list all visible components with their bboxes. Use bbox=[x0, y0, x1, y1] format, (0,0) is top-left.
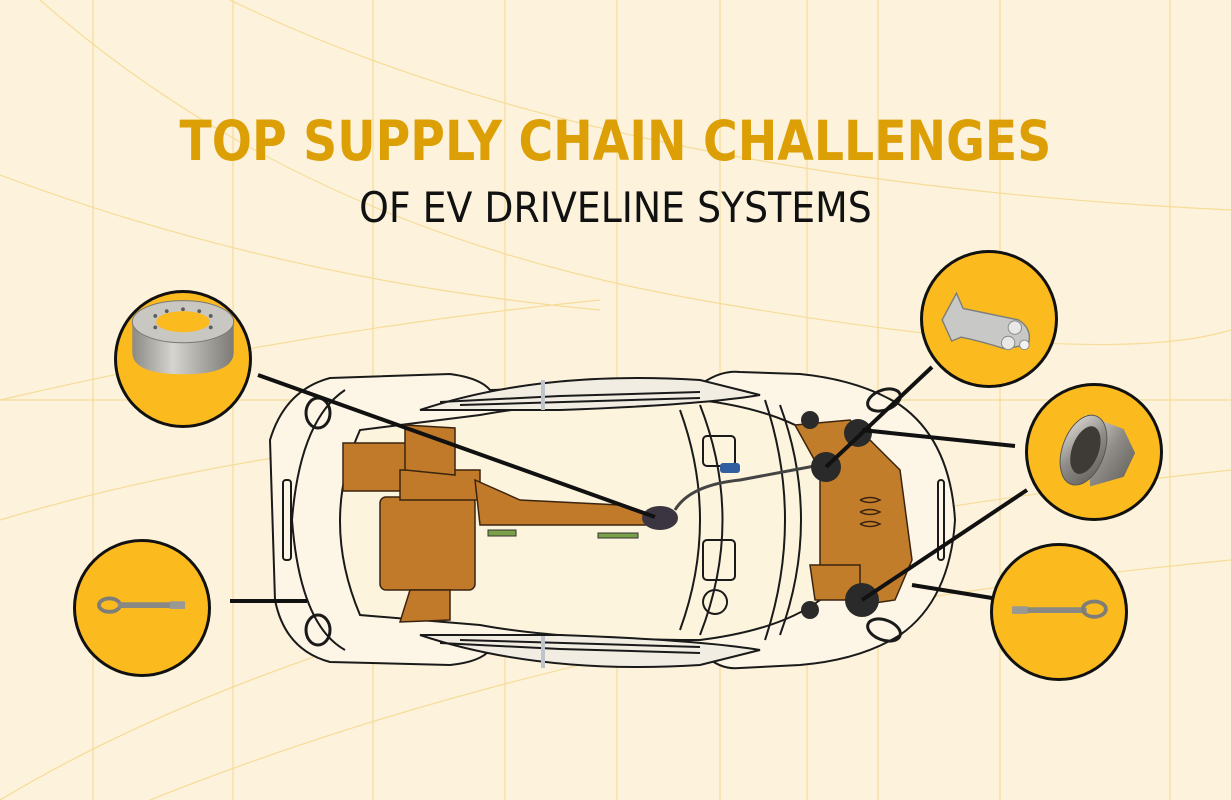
callout-bearing-ring[interactable] bbox=[114, 290, 252, 428]
flange-fitting-icon bbox=[1059, 414, 1136, 487]
bracket-icon bbox=[941, 291, 1031, 351]
page-subtitle: OF EV DRIVELINE SYSTEMS bbox=[359, 183, 872, 232]
callout-mount-bracket[interactable] bbox=[920, 250, 1058, 388]
callout-tow-eye-right[interactable] bbox=[990, 543, 1128, 681]
page-title: TOP SUPPLY CHAIN CHALLENGES bbox=[179, 109, 1052, 173]
tow-hook-icon bbox=[1012, 599, 1108, 619]
callout-flange-fitting[interactable] bbox=[1025, 383, 1163, 521]
leader-lines bbox=[230, 365, 1029, 603]
tow-hook-icon bbox=[97, 596, 186, 614]
bearing-ring-icon bbox=[131, 300, 235, 375]
callout-tow-eye-left[interactable] bbox=[73, 539, 211, 677]
